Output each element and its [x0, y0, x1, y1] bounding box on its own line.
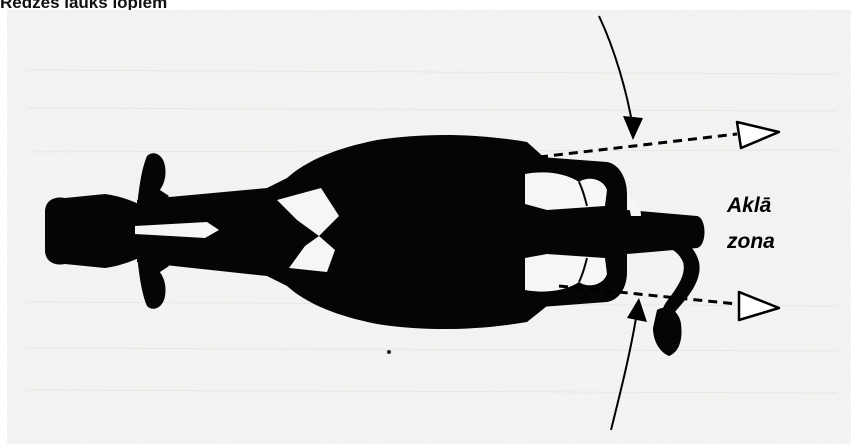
- diagram-figure: Aklā zona: [7, 10, 851, 444]
- blind-zone-label-line1: Aklā: [726, 194, 772, 217]
- scan-speck: [387, 350, 391, 354]
- diagram-svg: Aklā zona: [7, 10, 851, 444]
- blind-zone-label-line2: zona: [726, 230, 775, 253]
